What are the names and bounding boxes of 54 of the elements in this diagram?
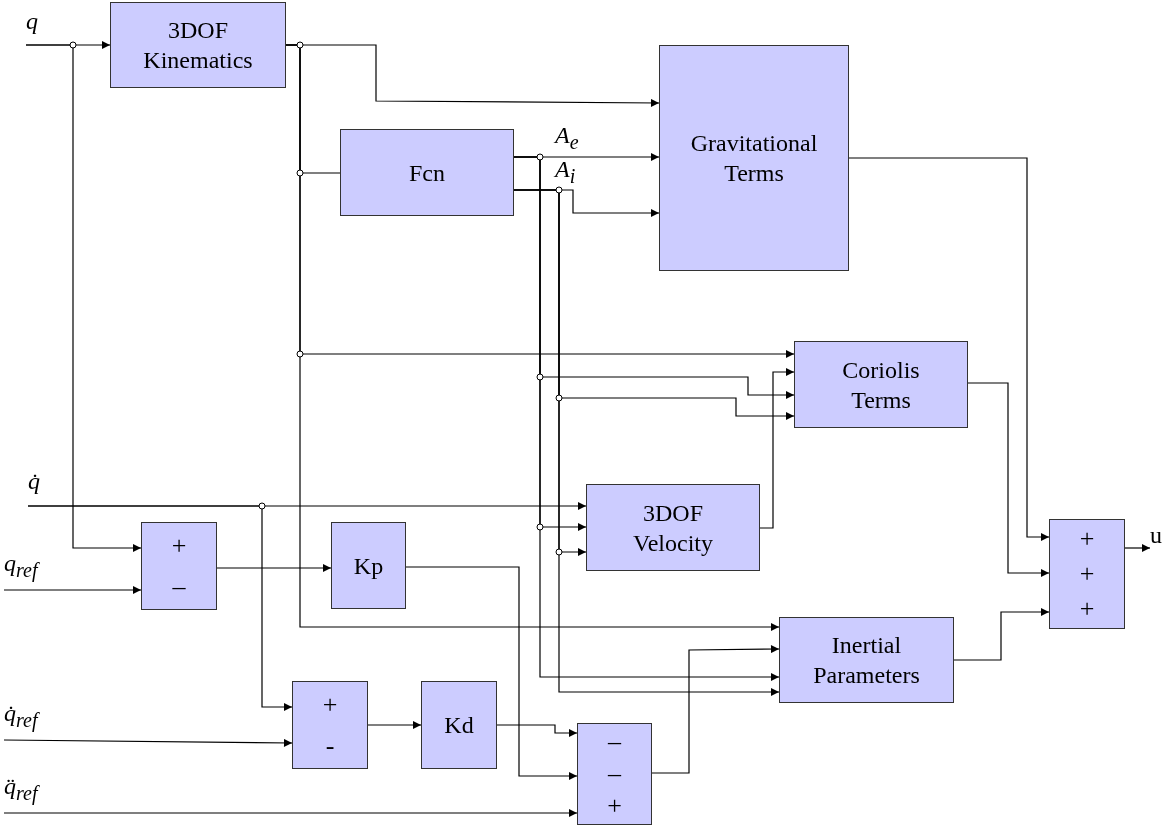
sign-symbol: + bbox=[171, 532, 187, 559]
signal-name: q̇$_{ref}$ bbox=[4, 700, 38, 731]
signal-name: q$_{ref}$ bbox=[4, 550, 38, 581]
sign-symbol: + bbox=[1079, 561, 1095, 587]
arrow bbox=[848, 157, 1050, 541]
edge-label: A$_{i}$ bbox=[555, 156, 576, 187]
sign-symbol: – bbox=[608, 729, 621, 755]
process-block bbox=[110, 2, 286, 88]
process-block bbox=[331, 522, 406, 609]
block-label: Inertial Parameters bbox=[812, 631, 921, 690]
arrow bbox=[3, 586, 142, 594]
arrow bbox=[405, 566, 578, 780]
block-label: Kp bbox=[353, 551, 384, 581]
process-block bbox=[586, 484, 760, 571]
arrow bbox=[285, 44, 780, 631]
edge-label: A$_{e}$ bbox=[555, 122, 579, 153]
sign-symbol: – bbox=[172, 573, 186, 600]
arrow bbox=[496, 724, 578, 737]
signal-name: u bbox=[1150, 522, 1162, 549]
sign-symbol: + bbox=[1079, 526, 1095, 553]
arrow bbox=[759, 368, 795, 529]
block-label: Kd bbox=[444, 711, 474, 740]
arrow bbox=[216, 564, 332, 572]
sign-symbol: + bbox=[322, 691, 338, 718]
process-block bbox=[779, 617, 954, 703]
block-label: Coriolis Terms bbox=[841, 355, 921, 415]
signal-name: q̈$_{ref}$ bbox=[4, 773, 38, 804]
signal-name: q̇ bbox=[28, 468, 40, 495]
block-label: Gravitational Terms bbox=[689, 129, 819, 188]
summing-block bbox=[1049, 519, 1125, 629]
arrow bbox=[25, 44, 142, 552]
process-block bbox=[794, 341, 968, 428]
summing-block bbox=[292, 681, 368, 769]
summing-block bbox=[141, 522, 217, 610]
arrow bbox=[3, 809, 578, 817]
arrow bbox=[367, 721, 422, 729]
arrow bbox=[27, 505, 293, 711]
summing-block bbox=[577, 723, 652, 825]
sign-symbol: – bbox=[608, 761, 621, 787]
sign-symbol: + bbox=[1079, 595, 1095, 622]
arrow bbox=[651, 645, 780, 774]
block-label: 3DOF Velocity bbox=[632, 498, 714, 558]
sign-symbol: + bbox=[607, 793, 622, 819]
block-label: 3DOF Kinematics bbox=[142, 16, 254, 75]
block-label: Fcn bbox=[409, 158, 445, 188]
arrow bbox=[967, 382, 1050, 577]
arrow bbox=[953, 608, 1050, 661]
process-block bbox=[659, 45, 849, 271]
sign-symbol: - bbox=[325, 732, 335, 759]
process-block bbox=[421, 681, 497, 769]
signal-name: q bbox=[26, 8, 38, 35]
arrow bbox=[3, 738, 293, 747]
arrow bbox=[1124, 544, 1151, 552]
process-block bbox=[340, 129, 514, 216]
